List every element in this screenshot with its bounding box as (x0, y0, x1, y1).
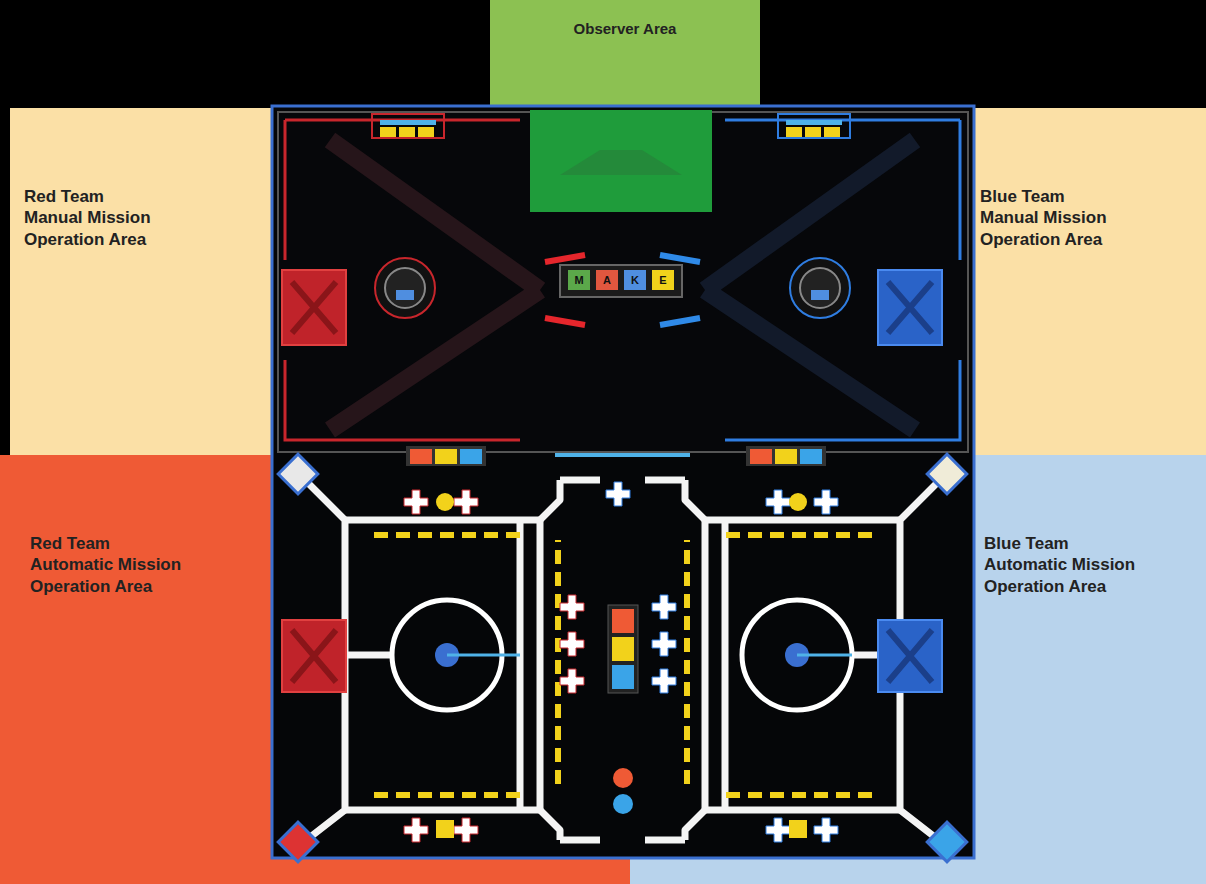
top-band (0, 0, 1206, 108)
area-label: Red Team Automatic Mission Operation Are… (30, 533, 192, 597)
letter-block: E (654, 272, 672, 288)
automatic-area: Red Team Automatic Mission Operation Are… (0, 455, 272, 855)
letter-block: A (598, 272, 616, 288)
letter-block: K (626, 272, 644, 288)
automatic-area: Blue Team Automatic Mission Operation Ar… (974, 455, 1206, 855)
letter-block: M (570, 272, 588, 288)
manual-area: Blue Team Manual Mission Operation Area (974, 108, 1206, 455)
observer-area: Observer Area (490, 0, 760, 60)
manual-area: Red Team Manual Mission Operation Area (10, 108, 272, 455)
area-label: Blue Team Manual Mission Operation Area (980, 186, 1120, 250)
area-label: Observer Area (490, 20, 760, 39)
observer-ground (490, 0, 760, 108)
manual-ground (10, 108, 1206, 455)
field (272, 106, 974, 862)
area-label: Red Team Manual Mission Operation Area (24, 186, 164, 250)
area-label: Blue Team Automatic Mission Operation Ar… (984, 533, 1146, 597)
